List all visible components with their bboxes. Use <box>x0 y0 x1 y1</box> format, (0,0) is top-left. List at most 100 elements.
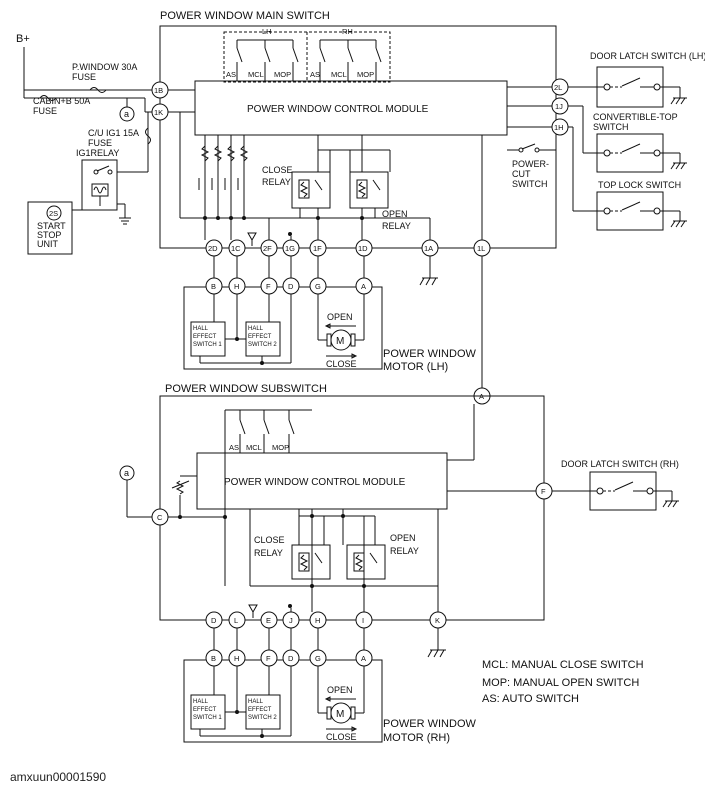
ig1-relay-label: IG1RELAY <box>76 148 119 158</box>
sub-bottom-connectors: D L E J H I K <box>205 611 447 629</box>
rh-mcl-label: MCL <box>331 70 347 79</box>
main-switch-title: POWER WINDOW MAIN SWITCH <box>160 10 330 22</box>
splice-a-top-label: a <box>124 109 129 119</box>
connector-1L-label: 1L <box>477 244 485 253</box>
lh-hall2-l1: HALL <box>248 326 264 332</box>
sub-connector-H-label: H <box>315 616 320 625</box>
rh-switches: AS MCL MOP <box>310 39 382 81</box>
p-window-fuse-word: FUSE <box>72 72 96 82</box>
lh-switches: AS MCL MOP <box>226 39 299 81</box>
connector-1B-label: 1B <box>154 86 163 95</box>
cu-fuse-word: FUSE <box>88 138 112 148</box>
group-lh-label: LH <box>262 27 272 36</box>
group-rh-label: RH <box>342 27 353 36</box>
sub-mop-label: MOP <box>272 443 289 452</box>
motor-rh-pin-D-label: D <box>288 654 294 663</box>
sub-open-relay-line1: OPEN <box>390 533 416 543</box>
convertible-top-line2: SWITCH <box>593 122 629 132</box>
sub-switches: AS MCL MOP <box>229 410 295 453</box>
connector-1G-label: 1G <box>285 244 295 253</box>
connector-2D-label: 2D <box>208 244 218 253</box>
motor-rh-pin-H-label: H <box>234 654 239 663</box>
rh-hall1-l1: HALL <box>193 699 209 705</box>
connector-1C-label: 1C <box>231 244 241 253</box>
rh-hall2-l3: SWITCH 2 <box>248 715 277 721</box>
start-stop-line2: STOP <box>37 230 61 240</box>
main-close-relay-line2: RELAY <box>262 177 291 187</box>
sub-close-relay <box>291 544 331 580</box>
connector-1H-label: 1H <box>554 123 564 132</box>
motor-lh-pin-F-label: F <box>266 282 271 291</box>
start-stop-connector <box>46 205 62 221</box>
motor-rh-symbol <box>330 702 352 724</box>
power-cut-line3: SWITCH <box>512 179 548 189</box>
top-lock-label: TOP LOCK SWITCH <box>598 180 681 190</box>
sub-connector-D-label: D <box>211 616 217 625</box>
sub-as-label: AS <box>229 443 239 452</box>
p-window-fuse-label: P.WINDOW 30A <box>72 62 137 72</box>
cabin-fuse-label: CABIN+B 50A <box>33 96 90 106</box>
lh-mop-label: MOP <box>274 70 291 79</box>
motor-lh-label-2: MOTOR (LH) <box>383 361 448 373</box>
sub-control-module-label: POWER WINDOW CONTROL MODULE <box>224 477 406 488</box>
sub-close-relay-line1: CLOSE <box>254 535 285 545</box>
motor-lh-hall-2 <box>245 321 281 357</box>
legend-mcl: MCL: MANUAL CLOSE SWITCH <box>482 659 644 671</box>
cabin-fuse-word: FUSE <box>33 106 57 116</box>
motor-rh-label-1: POWER WINDOW <box>383 718 476 730</box>
cu-fuse-label: C/U IG1 15A <box>88 128 139 138</box>
motor-lh-m: M <box>336 336 344 347</box>
rh-as-label: AS <box>310 70 320 79</box>
sub-connector-J-label: J <box>289 616 293 625</box>
rh-hall1-l3: SWITCH 1 <box>193 715 222 721</box>
legend-as: AS: AUTO SWITCH <box>482 693 579 705</box>
sub-open-relay-line2: RELAY <box>390 546 419 556</box>
sub-connector-L-label: L <box>234 616 238 625</box>
wiring-diagram: POWER WINDOW MAIN SWITCH POWER WINDOW SU… <box>16 10 705 744</box>
motor-rh-hall-1 <box>190 694 226 730</box>
start-stop-connector-label: 2S <box>49 209 58 218</box>
b-plus-label: B+ <box>16 33 30 45</box>
main-control-module <box>194 80 508 136</box>
sub-connector-E-label: E <box>266 616 271 625</box>
lh-mcl-label: MCL <box>248 70 264 79</box>
motor-lh-close: CLOSE <box>326 359 357 369</box>
convertible-top-line1: CONVERTIBLE-TOP <box>593 112 678 122</box>
main-open-relay <box>349 171 389 209</box>
main-close-relay <box>291 171 331 209</box>
main-open-relay-line2: RELAY <box>382 221 411 231</box>
lh-hall1-l1: HALL <box>193 326 209 332</box>
motor-lh-symbol <box>330 329 352 351</box>
motor-lh-pin-D-label: D <box>288 282 294 291</box>
rh-hall1-l2: EFFECT <box>193 707 217 713</box>
motor-rh-close: CLOSE <box>326 732 357 742</box>
motor-rh-open: OPEN <box>327 685 353 695</box>
start-stop-line3: UNIT <box>37 239 58 249</box>
main-open-relay-line1: OPEN <box>382 209 408 219</box>
hall-input-resistors <box>198 135 249 220</box>
motor-rh-pin-F-label: F <box>266 654 271 663</box>
motor-lh-pin-B-label: B <box>211 282 216 291</box>
motor-lh-pin-G-label: G <box>315 282 321 291</box>
motor-lh-pin-A-label: A <box>361 282 366 291</box>
main-control-module-label: POWER WINDOW CONTROL MODULE <box>247 104 429 115</box>
sub-mcl-label: MCL <box>246 443 262 452</box>
door-latch-lh-label: DOOR LATCH SWITCH (LH) <box>590 51 705 61</box>
sub-connector-K-label: K <box>435 616 440 625</box>
sub-open-relay <box>346 544 386 580</box>
main-close-relay-line1: CLOSE <box>262 165 293 175</box>
motor-lh-hall-1 <box>190 321 226 357</box>
connector-2F-label: 2F <box>263 244 272 253</box>
motor-rh-pin-B-label: B <box>211 654 216 663</box>
motor-lh-open: OPEN <box>327 312 353 322</box>
legend-mop: MOP: MANUAL OPEN SWITCH <box>482 677 639 689</box>
image-id-caption: amxuun00001590 <box>10 770 107 784</box>
connector-1A-label: 1A <box>424 244 433 253</box>
main-switch-outline <box>159 25 557 249</box>
sub-control-module <box>196 452 448 510</box>
motor-rh-hall-2 <box>245 694 281 730</box>
main-bottom-connectors: 2D 1C 2F 1G 1F 1D 1A 1L <box>205 239 491 257</box>
lh-hall1-l3: SWITCH 1 <box>193 342 222 348</box>
motor-lh-label-1: POWER WINDOW <box>383 348 476 360</box>
rh-mop-label: MOP <box>357 70 374 79</box>
